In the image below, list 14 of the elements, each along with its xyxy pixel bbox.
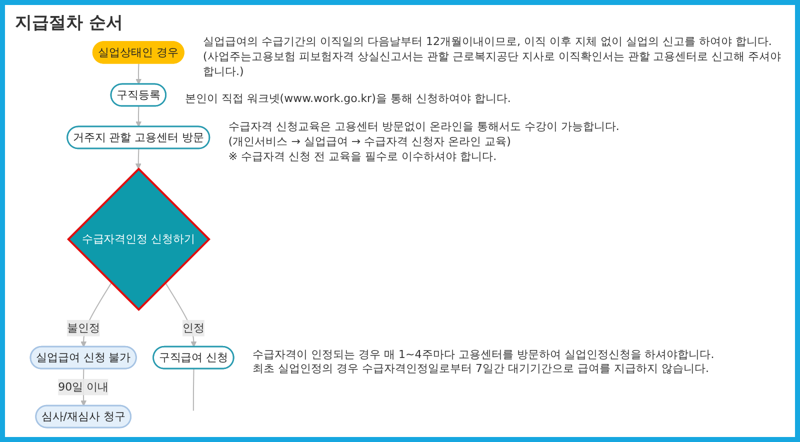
edge-label: 90일 이내 [58,380,109,394]
connector [192,368,194,412]
arrow [135,148,142,170]
edge-label: 불인정 [66,321,100,334]
arrow [136,106,142,128]
description-text: 수급자격 신청교육은 고용센터 방문없이 온라인을 통해서도 수강이 가능합니다. (개인서비스 → 실업급여 → 수급자격 신청자 온라인 교육) ※ 수급자격 신청 전 교육을 필수로 이수하셔야 합니다. [228,120,620,164]
node-diamond: 수급자격인정 신청하기 [66,168,210,312]
description-text: 수급자격이 인정되는 경우 매 1~4주마다 고용센터를 방문하여 실업인정신청을 하셔야합니다. 최초 실업인정의 경우 수급자격인정일로부터 7일간 대기기간으로 급여를 지급하지 않습니다. [252,348,716,378]
arrow [164,282,197,348]
description-text: 본인이 직접 워크넷(www.work.go.kr)을 통해 신청하여야 합니다. [184,92,512,108]
edge-label: 인정 [182,321,204,334]
arrow [136,64,142,85]
diagram-title: 지급절차 순서 [15,12,124,34]
description-text: 실업급여의 수급기간의 이직일의 다음날부터 12개월이내이므로, 이직 이후 지체 없이 실업의 신고를 하여야 합니다. (사업주는고용보험 피보험자격 상실신고서는 관할 근로복지공단 지사로 이직확인서는 관할 고용센터로 신고해 주셔야 합니다.) [202,34,782,80]
